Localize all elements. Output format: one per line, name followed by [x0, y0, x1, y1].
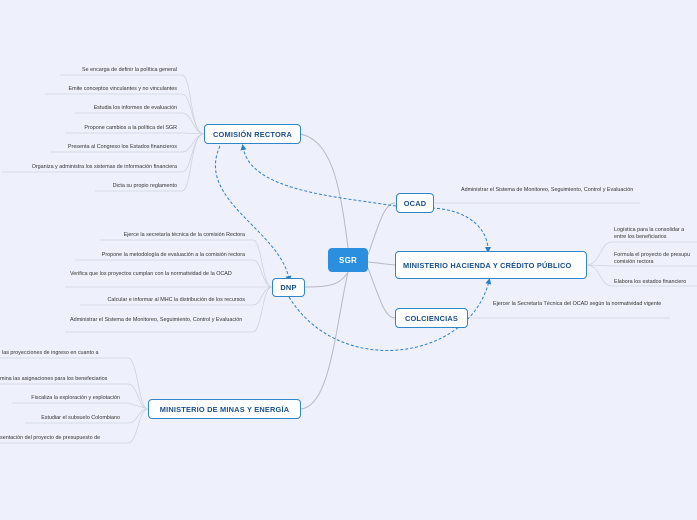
branch-ministerio-minas[interactable]: MINISTERIO DE MINAS Y ENERGÍA: [148, 399, 301, 419]
link-sgr-colciencias: [367, 267, 396, 319]
leaf-dnp-4[interactable]: Calcular e informar al MHC la distribuci…: [107, 297, 245, 303]
leaf-hacienda-3[interactable]: Elabora los estados financiero: [614, 279, 687, 285]
leaf-ocad-1[interactable]: Administrar el Sistema de Monitoreo, Seg…: [461, 187, 634, 193]
leaf-comision-7[interactable]: Dicta su propio reglamento: [112, 183, 177, 189]
leaf-minas-3[interactable]: Fiscaliza la exploración y explotación: [31, 395, 120, 401]
link-sgr-dnp: [304, 271, 349, 288]
leaf-comision-3[interactable]: Estudia los informes de evaluación: [93, 105, 177, 111]
leaf-dnp-2[interactable]: Propone la metodología de evaluación a l…: [101, 252, 245, 258]
leaf-minas-2[interactable]: mina las asignaciones para los benefecia…: [0, 376, 108, 382]
link-sgr-hacienda: [367, 261, 396, 266]
leaf-hacienda-1[interactable]: Logística para la consolidar a entre los…: [614, 227, 685, 240]
leaf-comision-5[interactable]: Presenta al Congreso los Estados financi…: [67, 144, 177, 150]
leaf-comision-1[interactable]: Se encarga de definir la política genera…: [82, 67, 177, 73]
branch-ministerio-hacienda[interactable]: MINISTERIO HACIENDA Y CRÉDITO PÚBLICO: [395, 251, 587, 279]
leaf-dnp-1[interactable]: Ejerce la secretaría técnica de la comis…: [123, 232, 245, 238]
relation-ocad-comision: [240, 144, 397, 207]
leaf-minas-4[interactable]: Estudiar el subsuelo Colombiano: [41, 415, 120, 421]
branch-ocad[interactable]: OCAD: [396, 193, 434, 213]
link-sgr-comision: [299, 133, 349, 249]
leaf-colciencias-1[interactable]: Ejercer la Secretaría Técnica del OCAD s…: [493, 301, 662, 307]
relation-ocad-hacienda: [431, 207, 491, 253]
link-sgr-ocad: [367, 202, 396, 256]
leaf-comision-6[interactable]: Organiza y administra los sistemas de in…: [31, 164, 177, 170]
branch-dnp[interactable]: DNP: [272, 278, 305, 297]
leaf-dnp-5[interactable]: Administrar el Sistema de Monitoreo, Seg…: [70, 317, 243, 323]
center-node-sgr[interactable]: SGR: [328, 248, 368, 272]
leaf-comision-2[interactable]: Emite conceptos vinculantes y no vincula…: [68, 86, 177, 92]
leaf-hacienda-2[interactable]: Formula el proyecto de presupu comisión …: [614, 252, 691, 265]
relation-dnp-hacienda: [288, 278, 492, 351]
leaf-comision-4[interactable]: Propone cambios a la política del SGR: [84, 125, 177, 131]
branch-colciencias[interactable]: COLCIENCIAS: [395, 308, 468, 328]
branch-comision-rectora[interactable]: COMISIÓN RECTORA: [204, 124, 301, 144]
link-sgr-minas: [299, 271, 349, 410]
leaf-minas-5[interactable]: sentación del proyecto de presupuesto de: [0, 435, 101, 441]
leaf-dnp-3[interactable]: Verifica que los proyectos cumplan con l…: [70, 271, 232, 277]
relation-comision-dnp: [214, 145, 292, 282]
leaf-minas-1[interactable]: las proyecciones de ingreso en cuanto a: [2, 350, 99, 356]
